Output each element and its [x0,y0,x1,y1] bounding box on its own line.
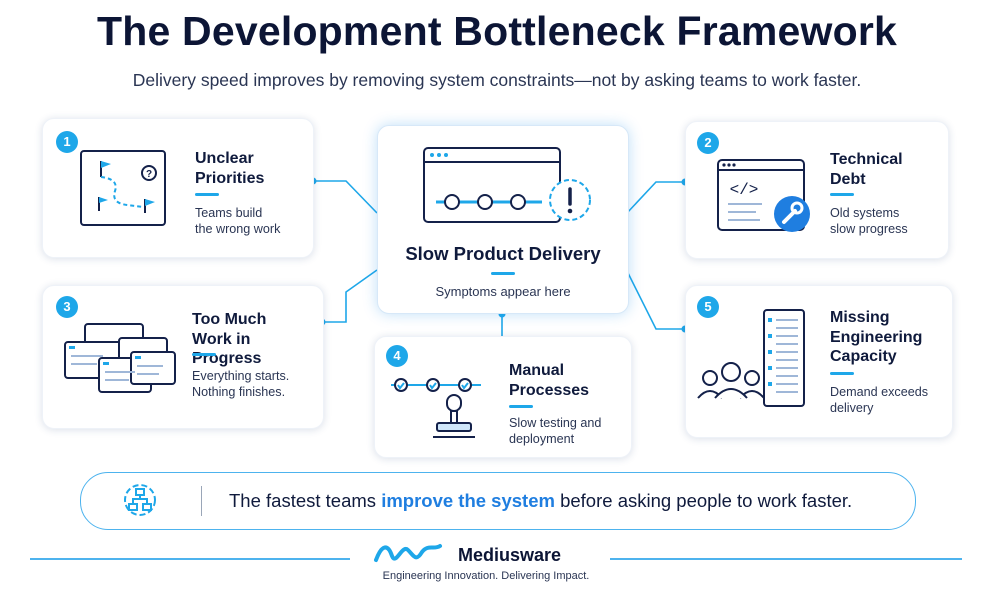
card-number-badge: 5 [697,296,719,318]
key-message-banner: The fastest teams improve the system bef… [80,472,916,530]
page-title: The Development Bottleneck Framework [96,8,898,54]
brand-name: Mediusware [458,545,562,565]
gear-flowchart-icon [124,484,156,516]
banner-divider [201,486,202,516]
banner-message: The fastest teams improve the system bef… [229,490,853,511]
code-window-wrench-icon: </> [717,159,810,232]
card-number-badge: 3 [56,296,78,318]
card-description: Everything starts.Nothing finishes. [192,369,290,399]
svg-text:?: ? [146,169,152,180]
center-card-slow-product-delivery: Slow Product Delivery Symptoms appear he… [377,125,629,314]
team-with-backlog-list-icon [697,309,805,407]
svg-text:</>: </> [730,181,759,199]
center-card-accent-bar [491,272,515,275]
approval-stamp-checkpoints-icon [391,378,481,438]
roadmap-flags-question-icon: ? [80,150,166,226]
page-subtitle: Delivery speed improves by removing syst… [132,70,862,90]
footer-rule-left [30,558,350,560]
card-accent-bar [830,193,854,196]
mediusware-wave-logo [374,544,442,562]
center-card-description: Symptoms appear here [435,284,571,299]
card-accent-bar [192,353,216,356]
card-accent-bar [195,193,219,196]
card-number-badge: 4 [386,345,408,367]
card-accent-bar [509,405,533,408]
center-card-title: Slow Product Delivery [405,243,601,264]
card-number-badge: 2 [697,132,719,154]
banner-highlight: improve the system [381,490,555,511]
stacked-windows-icon [64,323,176,393]
footer-rule-right [610,558,962,560]
card-number-badge: 1 [56,131,78,153]
brand-tagline: Engineering Innovation. Delivering Impac… [382,570,590,582]
browser-window-with-progress-and-warning-icon [423,147,591,223]
card-accent-bar [830,372,854,375]
